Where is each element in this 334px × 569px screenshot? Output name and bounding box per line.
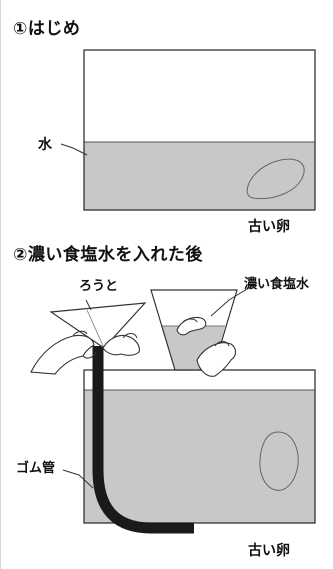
hand-left-glass [176,316,207,336]
step2-egg-label: 古い卵 [248,543,290,559]
step1-water-label: 水 [38,137,52,153]
step1-water-leader [60,143,88,156]
step2-title: ②濃い食塩水を入れた後 [13,245,203,265]
step1-container [60,49,316,211]
step1-egg [246,158,305,200]
step1-title: ①はじめ [13,19,81,39]
rubber-tube-label: ゴム管 [16,461,56,476]
step2-water [84,390,315,523]
hand-right-funnel [102,332,140,356]
rubber-tube-leader [62,469,94,489]
step2-egg [259,431,299,491]
funnel [49,302,147,349]
salt-water-label: 濃い食塩水 [244,277,310,292]
step1-container-outline [83,49,316,211]
hand-left-funnel [30,330,97,375]
step2-container [83,369,316,524]
funnel-leader [85,299,92,311]
salt-water-leader [210,282,258,317]
step1-water [84,142,315,210]
hand-right-glass [196,340,237,377]
rubber-tube [92,370,194,534]
funnel-label: ろうと [79,279,119,294]
step1-egg-label: 古い卵 [248,219,290,235]
